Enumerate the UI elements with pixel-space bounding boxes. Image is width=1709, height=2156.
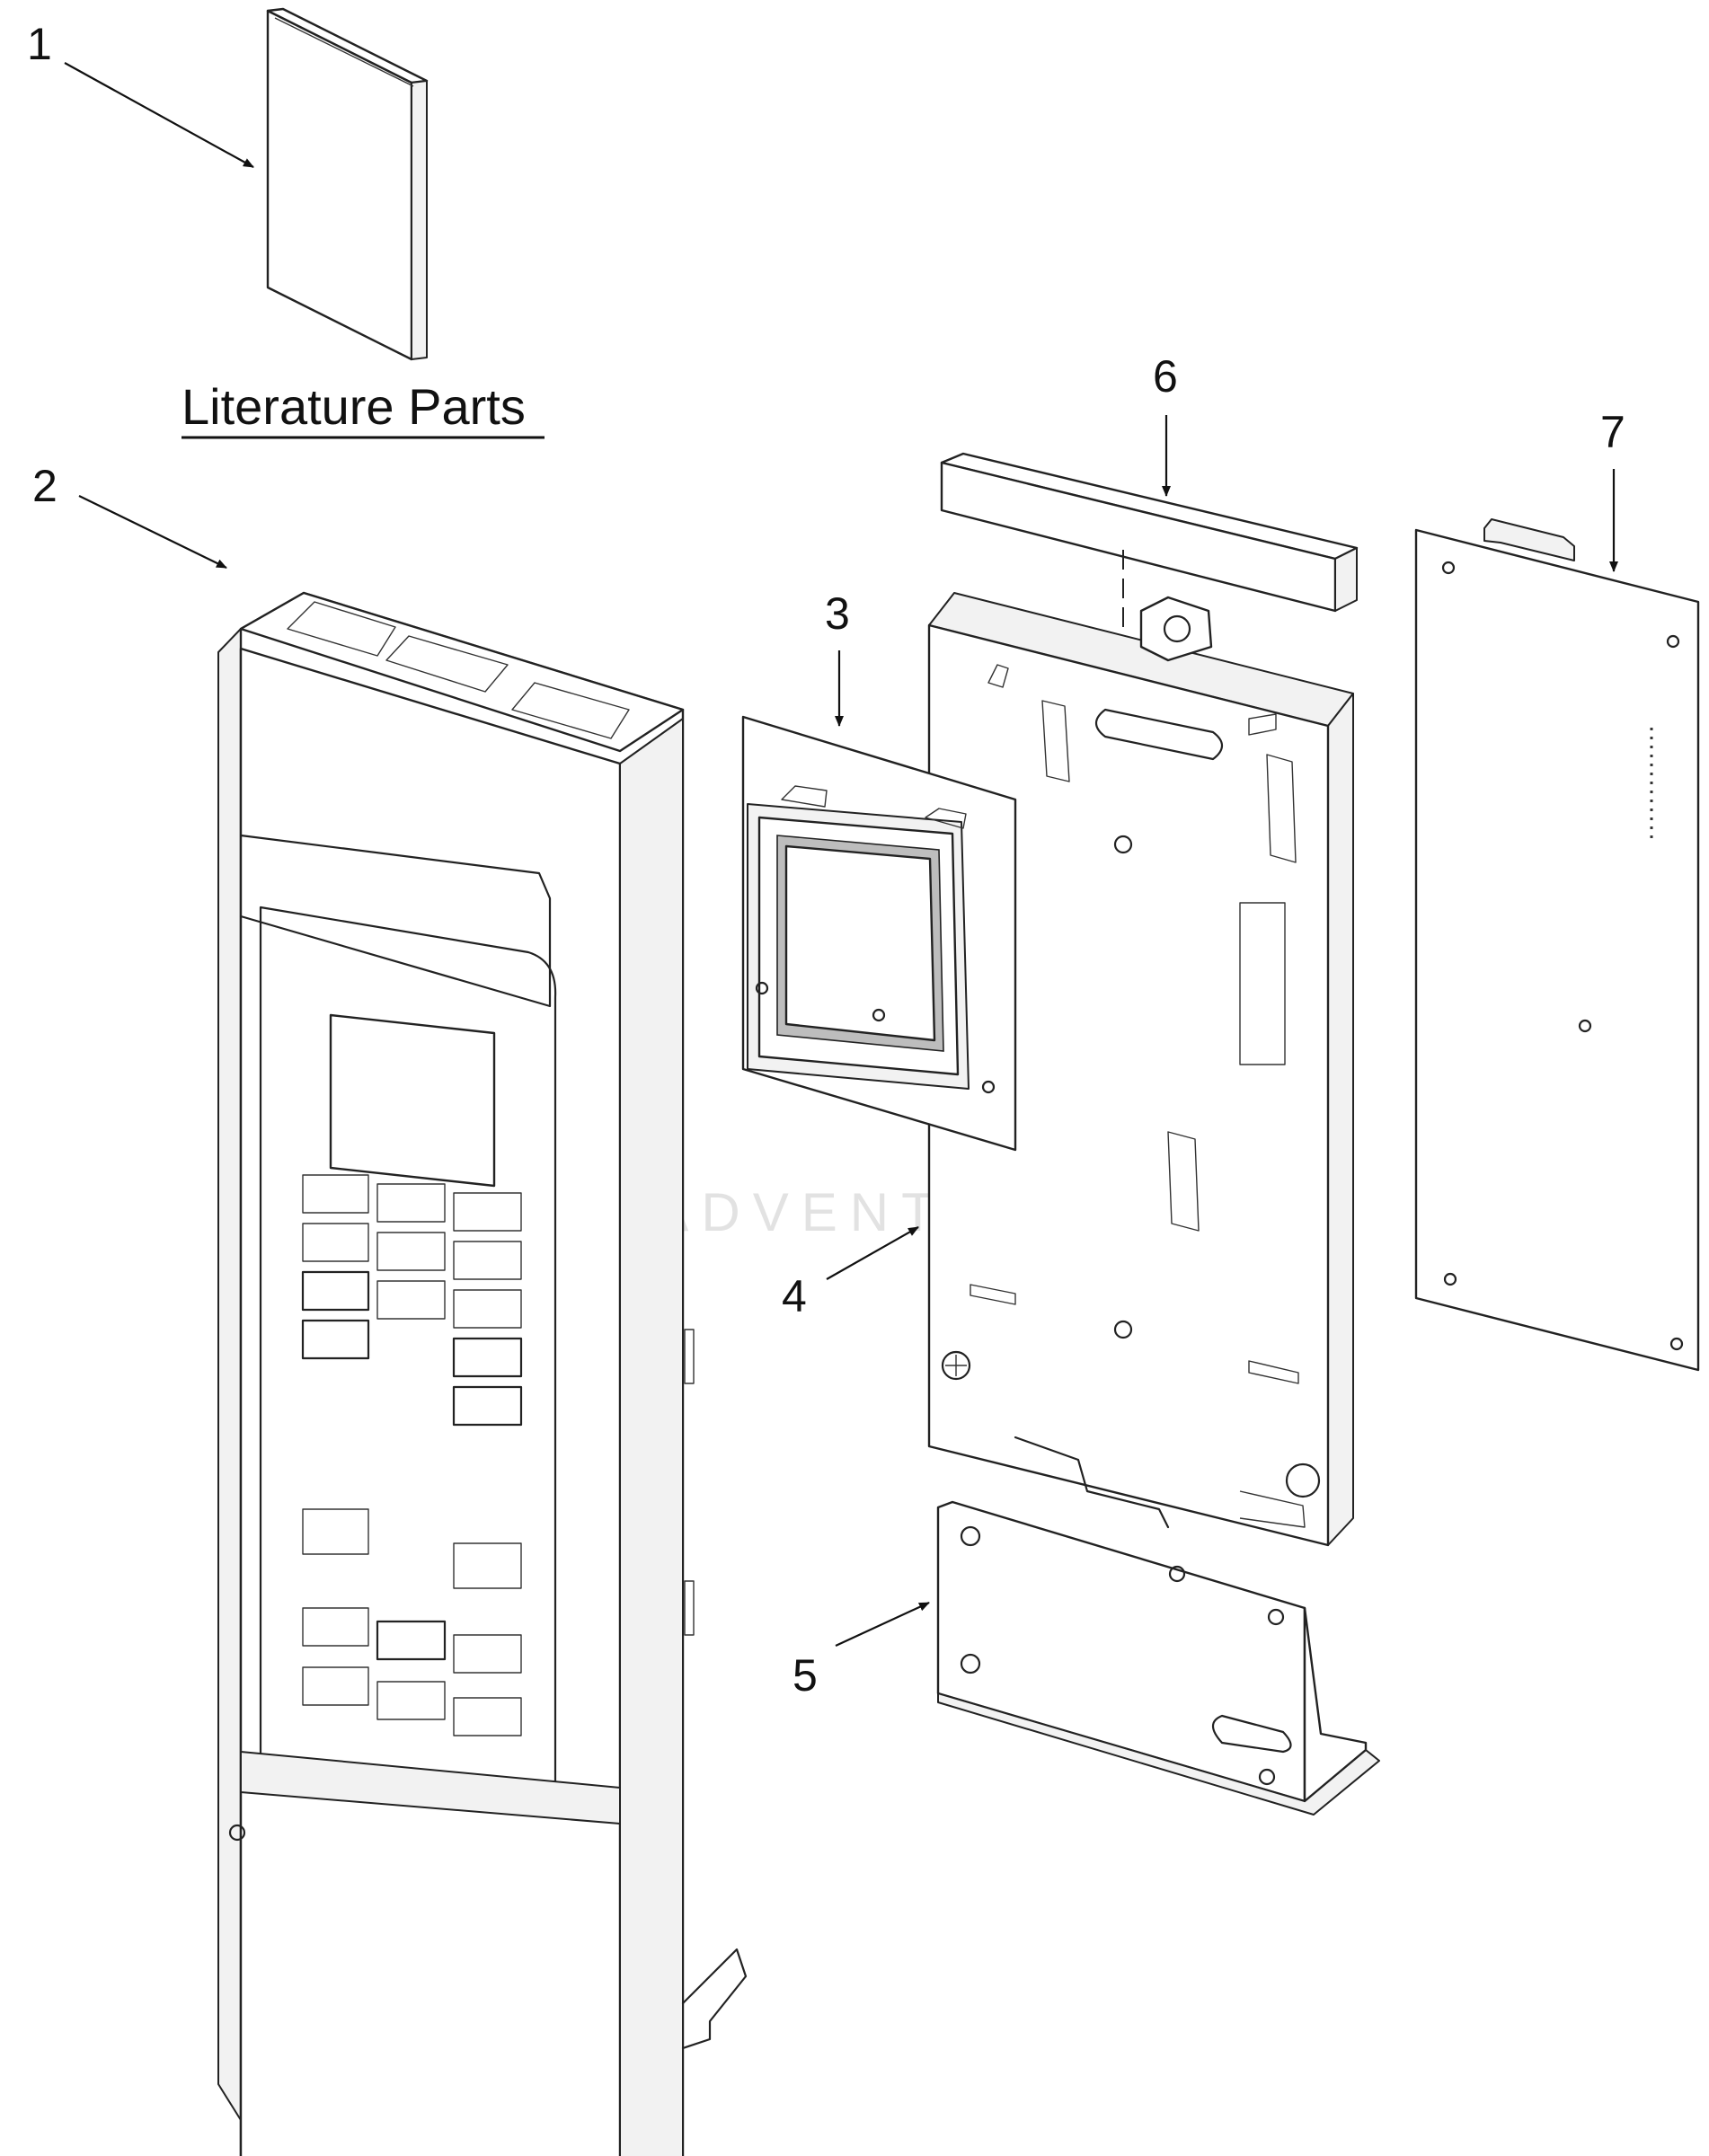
callout-1: 1 — [27, 19, 52, 69]
display-module-icon — [741, 715, 1017, 1152]
circuit-board-icon — [1414, 518, 1700, 1372]
callout-7: 7 — [1600, 407, 1625, 457]
mounting-bracket-icon — [936, 1500, 1380, 1816]
keypad-buttons — [301, 1174, 523, 1736]
control-panel-fascia-icon — [217, 591, 748, 2156]
foam-strip-icon — [940, 452, 1359, 613]
leader-arrows — [64, 62, 1618, 1647]
callout-3: 3 — [825, 588, 850, 639]
callout-4: 4 — [782, 1271, 807, 1321]
callout-2: 2 — [32, 461, 58, 511]
literature-booklet-icon — [266, 7, 429, 361]
section-title: Literature Parts — [182, 378, 526, 435]
callout-5: 5 — [793, 1650, 818, 1701]
callout-6: 6 — [1153, 351, 1178, 402]
control-bracket-icon — [927, 592, 1354, 1547]
